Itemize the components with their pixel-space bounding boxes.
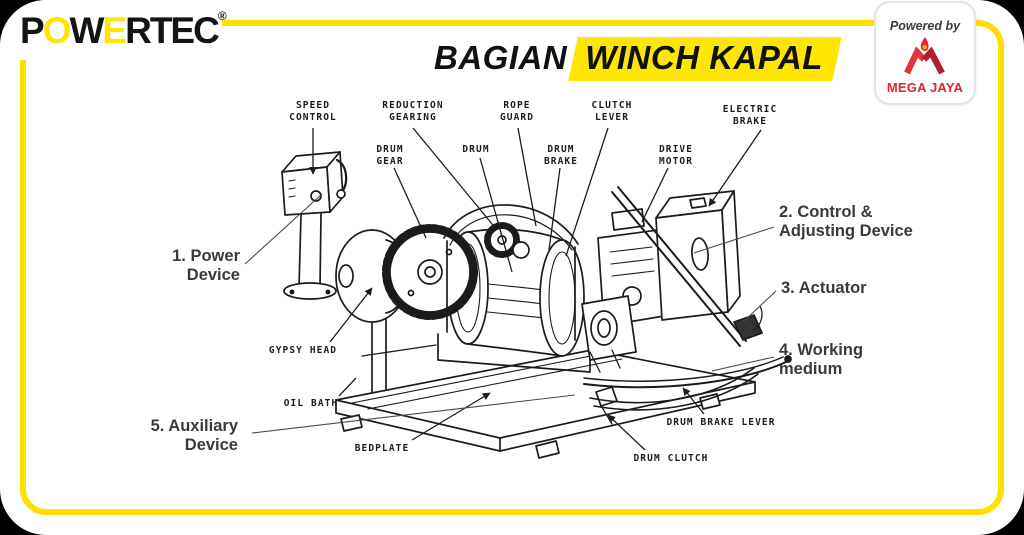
part-label-drum-brake-lever: DRUM BRAKE LEVER bbox=[666, 417, 776, 428]
mega-jaya-flame-icon bbox=[904, 37, 945, 75]
part-label-gypsy-head: GYPSY HEAD bbox=[268, 345, 338, 356]
logo-seg: E bbox=[102, 9, 127, 51]
annotation-control-adjusting-device: 2. Control &Adjusting Device bbox=[779, 203, 913, 240]
part-label-oil-bath: OIL BATH bbox=[283, 398, 339, 409]
powered-by-label: Powered by bbox=[889, 19, 961, 33]
powered-by-card: Powered by MEGA JAYA bbox=[874, 1, 976, 105]
title-plain: BAGIAN bbox=[434, 39, 568, 76]
registered-mark: ® bbox=[217, 8, 227, 23]
part-label-drum-clutch: DRUM CLUTCH bbox=[633, 453, 709, 464]
powertec-logo: POWERTEC® bbox=[0, 0, 227, 60]
logo-seg: W bbox=[69, 9, 104, 51]
part-label-bedplate: BEDPLATE bbox=[354, 443, 410, 454]
powertec-wordmark: POWERTEC® bbox=[20, 8, 227, 51]
part-label-drum: DRUM bbox=[462, 144, 490, 155]
title-highlight: WINCH KAPAL bbox=[568, 37, 842, 81]
annotation-actuator: 3. Actuator bbox=[781, 279, 867, 297]
logo-seg: RTEC bbox=[125, 9, 220, 51]
mega-jaya-wordmark: MEGA JAYA bbox=[886, 80, 964, 95]
logo-seg: P bbox=[20, 9, 45, 51]
logo-seg: O bbox=[42, 9, 72, 51]
